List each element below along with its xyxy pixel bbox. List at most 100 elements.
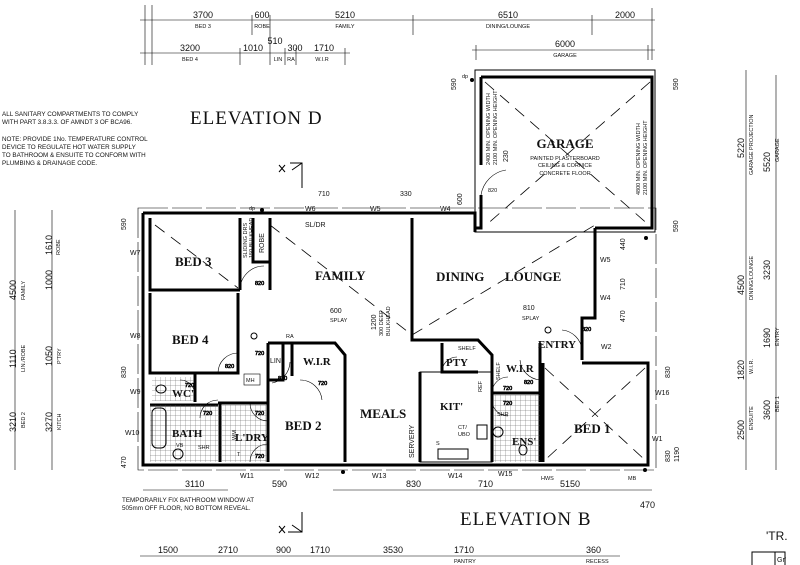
dim-value: 5220 [736, 138, 746, 158]
dim-value: 5520 [762, 152, 772, 172]
fixtures: SLIDING DRS 150 BULKHEAD 300 DEEP BULKHE… [151, 206, 647, 482]
room-label-servery: SERVERY [409, 424, 416, 458]
door-size: 820 [488, 188, 497, 194]
room-label-entry: ENTRY [538, 339, 576, 351]
room-label-meals: MEALS [360, 406, 406, 421]
kitchen-sink-icon [437, 448, 469, 460]
dim-value: 830 [665, 366, 672, 378]
room-label-wc: WC' [172, 388, 194, 400]
door-size: 820 [278, 376, 287, 382]
room-label-laundry: L'DRY [235, 432, 269, 444]
elevation-d-label: ELEVATION D [190, 108, 323, 129]
dim-value: 3530 [383, 545, 403, 555]
dim-label: ROBE [254, 24, 270, 30]
window-label: W9 [130, 389, 141, 396]
room-label-bath: BATH [172, 428, 203, 440]
dim-label: BED 3 [195, 24, 211, 30]
downpipe-icon [341, 470, 345, 474]
dim-value: 3230 [762, 260, 772, 280]
notes: ALL SANITARY COMPARTMENTS TO COMPLY WITH… [2, 111, 254, 512]
dim-value: 6000 [555, 39, 575, 49]
window-label: W6 [305, 206, 316, 213]
dim-value: 1200 [371, 314, 378, 330]
dim-value: 1710 [314, 43, 334, 53]
sliding-door-label: SL/DR [305, 222, 326, 229]
vanity-label: VB [176, 443, 184, 449]
garage-note: PAINTED PLASTERBOARD [530, 156, 600, 162]
dim-label: RECESS [586, 559, 609, 565]
dim-value: 6510 [498, 10, 518, 20]
dim-label: BED 1 [775, 396, 781, 412]
window-label: W13 [372, 473, 387, 480]
window-label: W11 [240, 473, 254, 480]
window-label: W14 [448, 473, 463, 480]
dim-value: 710 [478, 479, 493, 489]
garage-note: CONCRETE FLOOR [539, 171, 590, 177]
house-walls [137, 207, 657, 471]
dim-value: 1610 [44, 235, 54, 255]
dim-value: 1710 [310, 545, 330, 555]
house-dimensions: 3110 590 830 710 5150 470 710 330 600 44… [121, 191, 681, 510]
meter-box [243, 373, 261, 386]
note-line: PLUMBING & DRAINAGE CODE. [2, 160, 97, 167]
dim-label: BED 2 [21, 412, 27, 428]
dim-value: 600 [254, 10, 269, 20]
note-line: NOTE: PROVIDE 1No. TEMPERATURE CONTROL [2, 136, 148, 143]
room-label-family: FAMILY [315, 268, 366, 283]
dim-value: 440 [620, 238, 627, 250]
dim-value: 470 [620, 310, 627, 322]
dim-value: 4500 [736, 275, 746, 295]
bottom-dimensions: 1500 2710 900 1710 3530 1710 PANTRY 360 … [140, 545, 620, 565]
basin-icon [172, 448, 184, 460]
window-label: W4 [600, 295, 611, 302]
downpipe-label: dp [249, 206, 255, 212]
room-labels: BED 3 BED 4 BED 2 BED 1 FAMILY DINING LO… [172, 233, 637, 482]
dim-value: 3210 [8, 412, 18, 432]
dim-value: 590 [121, 218, 128, 230]
fixture-note: SPLAY [522, 316, 540, 322]
room-label-lounge: LOUNGE [505, 269, 561, 284]
dim-value: 1000 [44, 270, 54, 290]
dim-label: W.I.R. [749, 359, 755, 374]
cooktop-label: CT/ [458, 425, 467, 431]
section-marker-icon [278, 162, 303, 188]
dim-value: 2500 [736, 420, 746, 440]
right-dimensions: 5220 GARAGE PROJECTION 5520 GARAGE 4500 … [736, 70, 781, 470]
window-label: W1 [652, 436, 663, 443]
window-label: W10 [125, 430, 140, 437]
door-size: 720 [503, 386, 512, 392]
room-label-wir-bed2: W.I.R [303, 356, 332, 368]
trough-label: T [237, 452, 241, 458]
dim-label: FAMILY [335, 24, 354, 30]
dim-label: DINING/LOUNGE [749, 256, 755, 300]
oven-label: UBO [458, 432, 471, 438]
dim-value: 360 [586, 545, 601, 555]
dim-value: 830 [406, 479, 421, 489]
dim-value: 710 [318, 191, 330, 198]
opening-note: 2400 MIN. OPENING WIDTH [486, 93, 492, 165]
dim-value: 590 [272, 479, 287, 489]
manhole-label: MH [246, 378, 255, 384]
window-label: W15 [498, 471, 513, 478]
downpipe-icon [643, 468, 647, 472]
window-label: W2 [601, 344, 612, 351]
shelf-label: SHELF [458, 346, 476, 352]
fixture-note: BULKHEAD [386, 306, 392, 336]
dim-value: 3270 [44, 412, 54, 432]
dim-value: 600 [330, 308, 342, 315]
toilet-icon [518, 444, 528, 456]
dim-value: 830 [665, 450, 672, 462]
room-label-dining: DINING [436, 269, 484, 284]
window-label: W5 [600, 257, 611, 264]
window-label: W7 [130, 250, 141, 257]
window-label: W8 [130, 333, 141, 340]
roof-access-label: RA [286, 334, 294, 340]
shower-label: SHR [198, 445, 210, 451]
dim-value: 590 [451, 78, 458, 90]
section-marker-icon [278, 512, 303, 534]
cooktop-icon [476, 424, 488, 440]
room-label-linen: LIN [270, 358, 281, 365]
fixture-note: SPLAY [330, 318, 348, 324]
room-label-wir-bed1: W.I.R [506, 363, 535, 375]
